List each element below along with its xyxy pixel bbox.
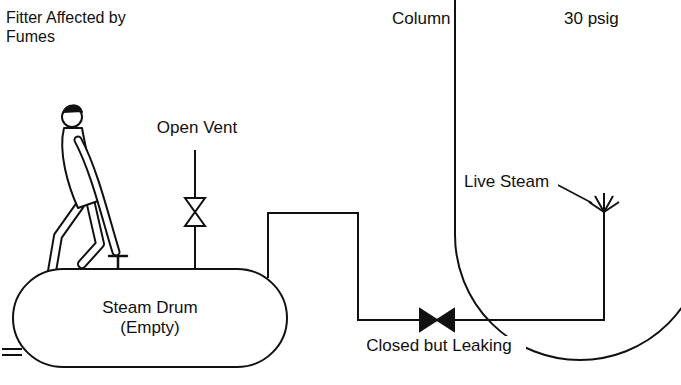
- valve-label: Open Vent: [140, 118, 254, 138]
- valve-label: Closed but Leaking: [352, 336, 526, 356]
- node-label: Column: [392, 9, 451, 29]
- vent-valve: [185, 198, 205, 226]
- nozzle: [2, 348, 22, 350]
- callout-note: Fitter Affected by Fumes: [4, 8, 130, 46]
- callout-note: Live Steam: [462, 172, 558, 192]
- node-label: 30 psig: [564, 9, 619, 29]
- node-label: Steam Drum (Empty): [90, 298, 210, 339]
- sparger: [589, 193, 619, 212]
- leader-line: [556, 184, 592, 203]
- steam-drum: Steam Drum (Empty): [12, 268, 288, 368]
- nozzle: [2, 354, 22, 356]
- pipe-connector: [268, 212, 604, 320]
